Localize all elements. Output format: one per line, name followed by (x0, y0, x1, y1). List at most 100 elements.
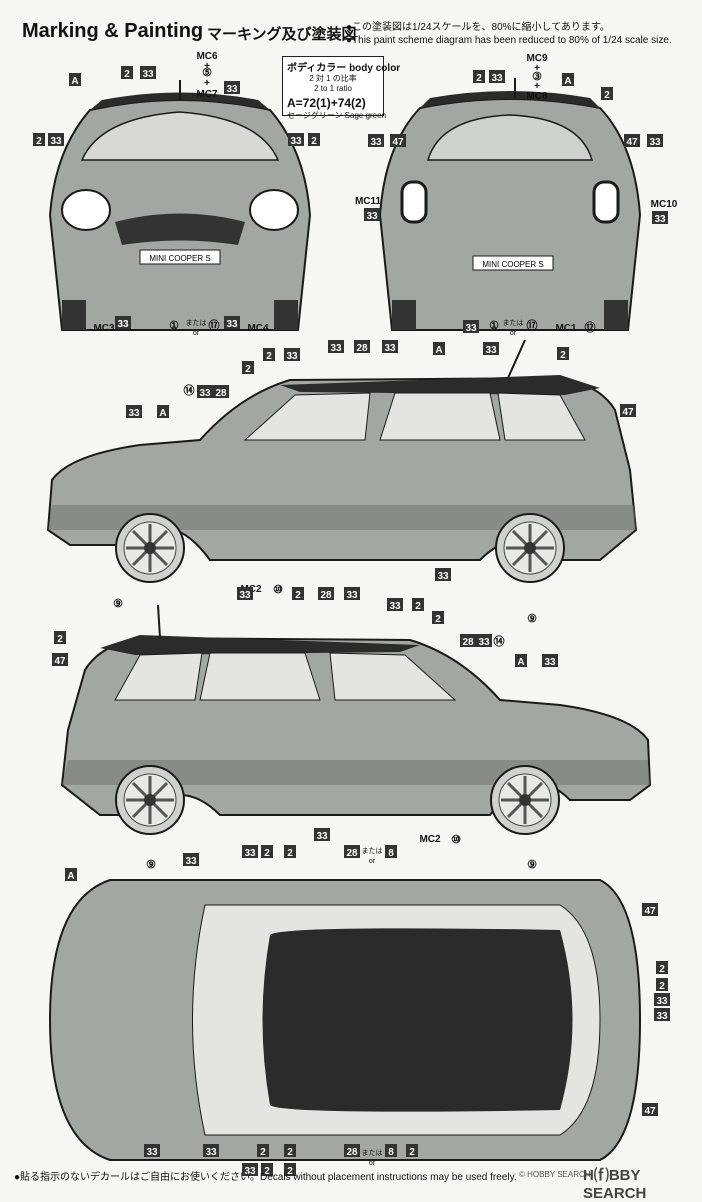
decal-label-n47: 47 (626, 137, 638, 148)
decal-marker-bg (54, 631, 66, 644)
decal-marker-bg (354, 340, 370, 353)
decal-label-n2: 2 (311, 136, 317, 147)
decal-label-n2: 2 (409, 1147, 415, 1158)
decal-label-n2: 2 (260, 1147, 266, 1158)
decal-label-n47: 47 (622, 407, 634, 418)
decal-marker-bg (242, 845, 258, 858)
decal-marker-bg (263, 348, 275, 361)
footer-note: ●貼る指示のないデカールはご自由にお使いください。Decals without … (14, 1172, 517, 1183)
decal-label-n28: 28 (356, 343, 368, 354)
decal-label-n2: 2 (245, 364, 251, 375)
decal-label-A: A (564, 76, 571, 87)
decal-marker-bg (48, 133, 64, 146)
decal-label-plus: + (204, 61, 210, 72)
decal-marker-bg (344, 587, 360, 600)
decal-label-n33: 33 (142, 69, 154, 80)
decal-marker-bg (656, 961, 668, 974)
decal-label-n3: ③ (532, 71, 542, 83)
decal-marker-bg (463, 320, 479, 333)
decal-label-mc10: MC10 (651, 199, 678, 210)
decal-label-mc3: MC3 (93, 323, 115, 334)
decal-marker-bg (435, 568, 451, 581)
decal-label-plus: + (534, 63, 540, 74)
decal-marker-bg (261, 1163, 273, 1176)
decal-label-or_en: or (369, 1160, 376, 1167)
decal-label-n2: 2 (659, 964, 665, 975)
top-view (48, 879, 642, 1161)
decal-marker-bg (126, 405, 142, 418)
rear-plate: MINI COOPER S (482, 260, 543, 269)
decal-label-A: A (435, 345, 442, 356)
decal-label-A: A (71, 76, 78, 87)
decal-label-n8: 8 (388, 1147, 394, 1158)
decal-label-n8: 8 (388, 848, 394, 859)
decal-marker-bg (385, 845, 397, 858)
decal-label-n2: 2 (36, 136, 42, 147)
decal-marker-bg (224, 81, 240, 94)
decal-label-n2: 2 (266, 351, 272, 362)
decal-label-n33: 33 (316, 831, 328, 842)
decal-marker-bg (257, 1144, 269, 1157)
decal-label-A: A (517, 657, 524, 668)
decal-marker-bg (65, 868, 77, 881)
color-formula: A=72(1)+74(2) (287, 96, 366, 110)
body-color-title: ボディカラー body color (287, 63, 401, 74)
decal-label-n33: 33 (465, 323, 477, 334)
decal-label-n1: ① (169, 320, 179, 332)
decal-label-n2: 2 (264, 1166, 270, 1177)
decal-label-n33: 33 (244, 1166, 256, 1177)
decal-label-n28: 28 (320, 590, 332, 601)
decal-label-n33: 33 (185, 856, 197, 867)
decal-marker-bg (432, 611, 444, 624)
scale-note-en: ●This paint scheme diagram has been redu… (346, 35, 672, 46)
body-color-box: ボディカラー body color 2 対 1 の比率 2 to 1 ratio… (282, 56, 401, 120)
decal-label-mc8: MC8 (526, 91, 548, 102)
decal-label-n10: ⑩ (273, 584, 283, 596)
decal-label-n33: 33 (654, 214, 666, 225)
decal-marker-bg (406, 1144, 418, 1157)
decal-marker-bg (284, 348, 300, 361)
decal-label-or_text: または (362, 847, 383, 855)
decal-label-or_en: or (193, 330, 200, 337)
decal-marker-bg (144, 1144, 160, 1157)
decal-label-mc7: MC7 (196, 89, 218, 100)
decal-label-n2: 2 (57, 634, 63, 645)
decal-label-n28: 28 (346, 1147, 358, 1158)
rear-view: MINI COOPER S (378, 78, 642, 331)
decal-marker-bg (314, 828, 330, 841)
decal-label-n9: ⑨ (146, 859, 156, 871)
decal-label-n33: 33 (544, 657, 556, 668)
decal-label-n9: ⑨ (527, 859, 537, 871)
decal-label-n2: 2 (659, 981, 665, 992)
decal-label-n33: 33 (656, 996, 668, 1007)
decal-label-n28: 28 (346, 848, 358, 859)
decal-label-n33: 33 (366, 211, 378, 222)
decal-label-n2: 2 (604, 90, 610, 101)
decal-label-n10: ⑩ (451, 834, 461, 846)
decal-marker-bg (489, 70, 505, 83)
decal-marker-bg (647, 134, 663, 147)
decal-label-mc9: MC9 (526, 53, 548, 64)
decal-label-n33: 33 (491, 73, 503, 84)
decal-marker-bg (318, 587, 334, 600)
decal-marker-bg (642, 903, 658, 916)
decal-marker-bg (284, 845, 296, 858)
decal-marker-bg (620, 404, 636, 417)
decal-label-or_text: または (362, 1149, 383, 1157)
decal-label-n14: ⑭ (184, 383, 195, 397)
decal-label-n28: 28 (215, 388, 227, 399)
scale-note-jp: ●この塗装図は1/24スケールを、80%に縮小してあります。 (346, 22, 610, 33)
decal-label-n33: 33 (244, 848, 256, 859)
decal-label-n33: 33 (656, 1011, 668, 1022)
decal-label-A: A (67, 871, 74, 882)
color-name: セージグリーン Sage green (287, 111, 387, 120)
decal-marker-bg (157, 405, 169, 418)
decal-marker-bg (483, 342, 499, 355)
decal-label-or_en: or (369, 858, 376, 865)
decal-label-n2: 2 (287, 1147, 293, 1158)
decal-marker-bg (284, 1144, 296, 1157)
decal-marker-bg (364, 208, 380, 221)
decal-marker-bg (242, 1163, 258, 1176)
decal-marker-bg (52, 653, 68, 666)
